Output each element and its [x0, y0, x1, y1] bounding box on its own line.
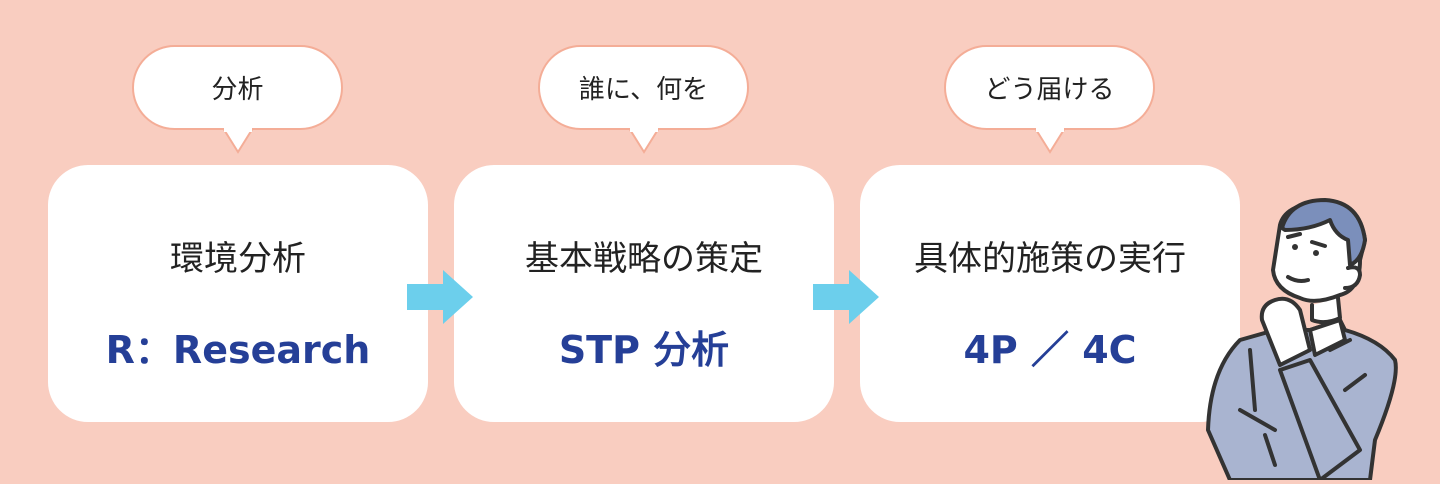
thinking-businessman-illustration [1200, 180, 1440, 484]
step-box-execution: 具体的施策の実行 4P ／ 4C [860, 165, 1240, 422]
arrow-right-icon [407, 270, 475, 328]
step-title: 環境分析 [170, 239, 306, 279]
step-title: 基本戦略の策定 [525, 239, 763, 279]
step-subtitle: STP 分析 [558, 328, 730, 372]
step-subtitle: 4P ／ 4C [963, 328, 1137, 372]
step-box-research: 環境分析 R：Research [48, 165, 428, 422]
step-box-strategy: 基本戦略の策定 STP 分析 [454, 165, 834, 422]
step-subtitle: R：Research [105, 328, 371, 372]
step-title: 具体的施策の実行 [914, 239, 1186, 279]
bubble-who-what: 誰に、何を [538, 45, 749, 130]
bubble-how-deliver: どう届ける [944, 45, 1155, 130]
bubble-analysis: 分析 [132, 45, 343, 130]
arrow-right-icon [813, 270, 881, 328]
